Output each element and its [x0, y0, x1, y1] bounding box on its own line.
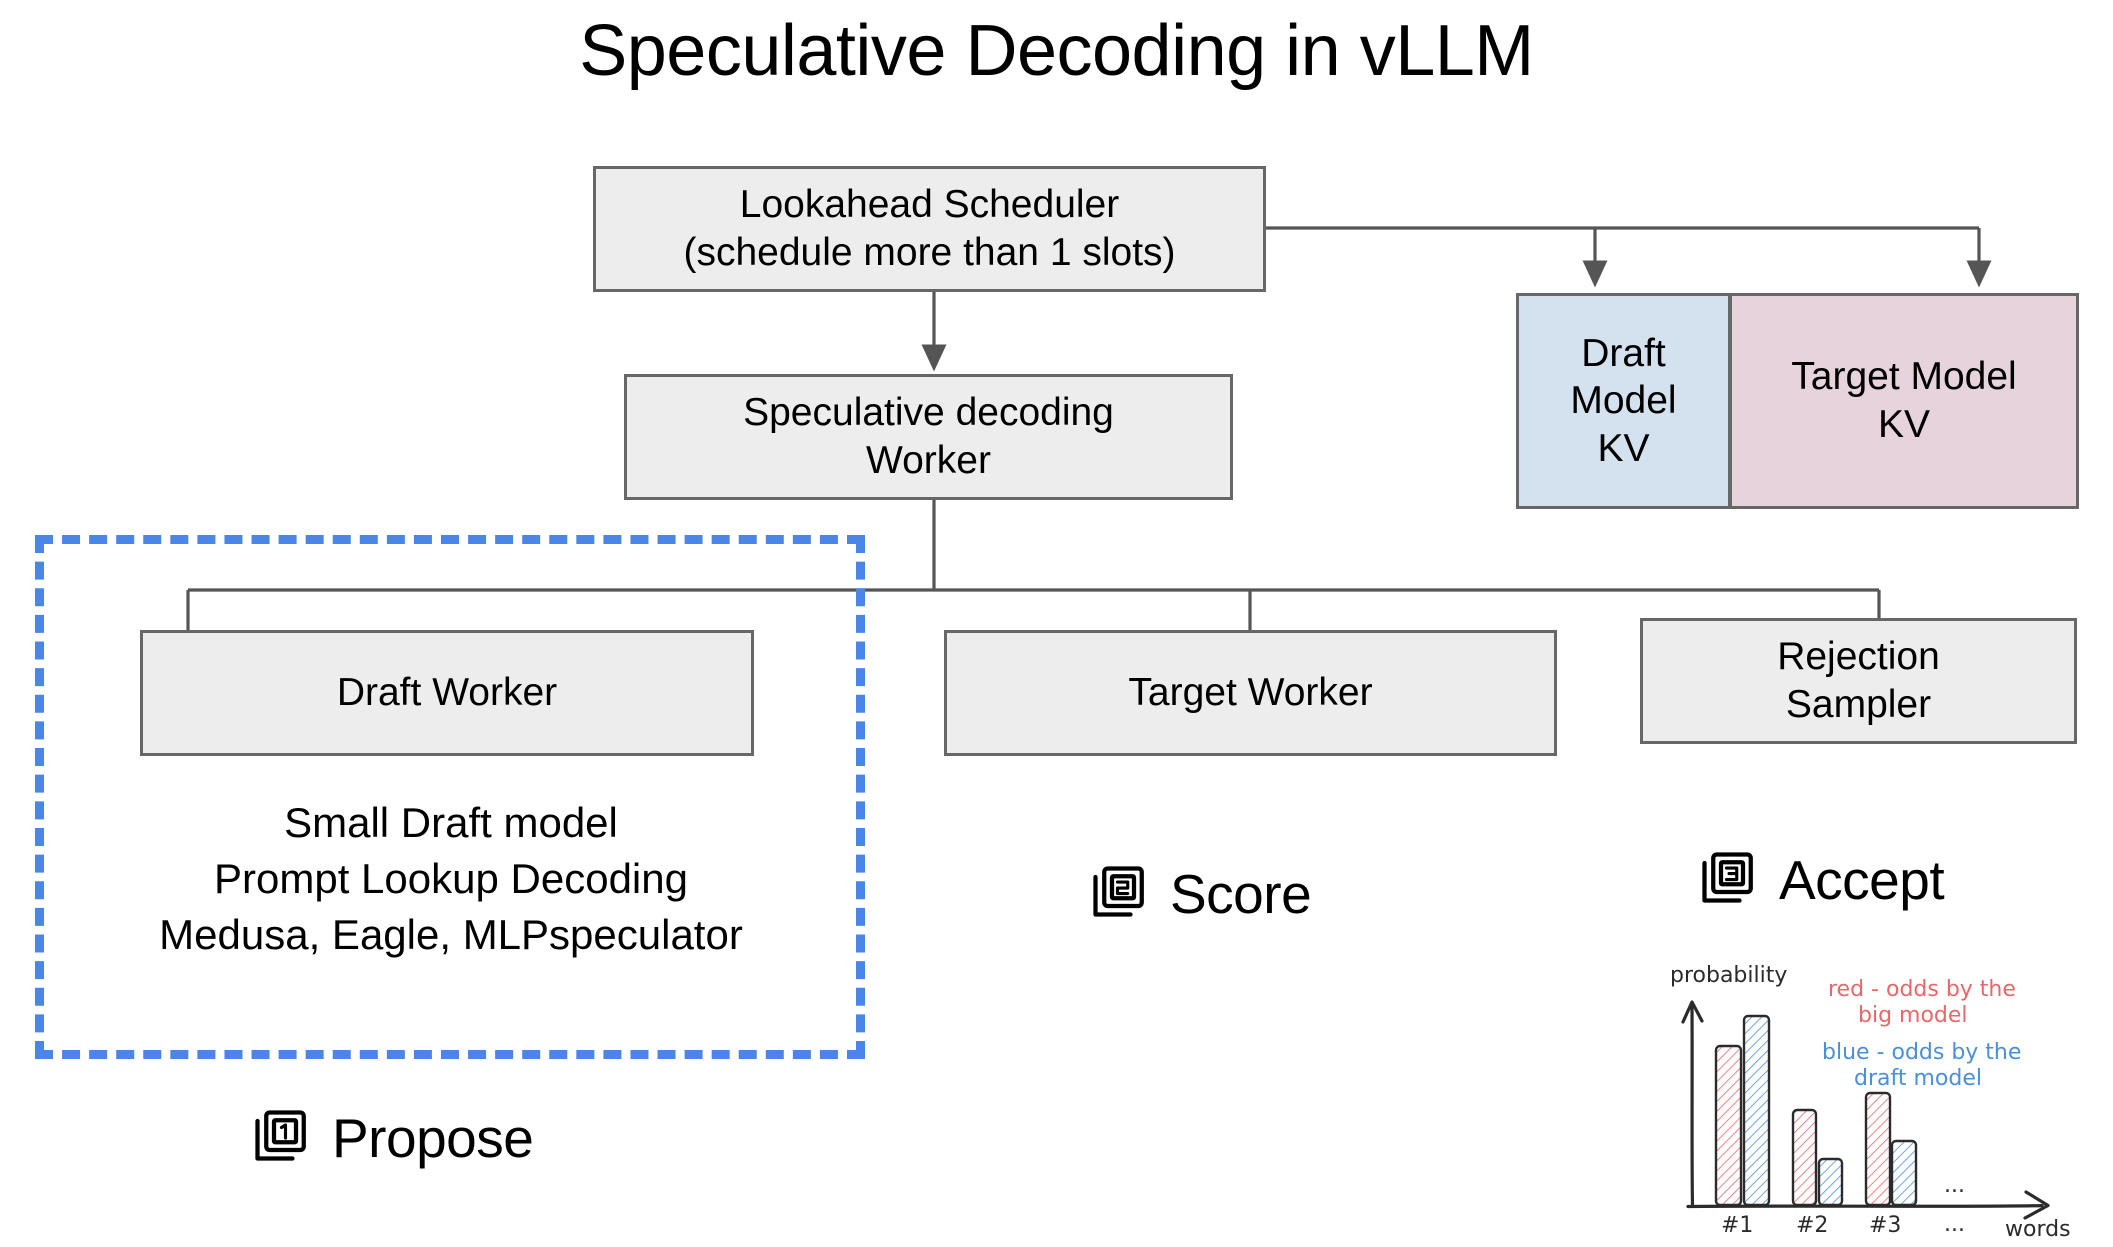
node-lookahead-scheduler[interactable]: Lookahead Scheduler (schedule more than … — [593, 166, 1266, 292]
step-number-3-icon — [1697, 848, 1757, 913]
step-number-2-icon — [1088, 862, 1148, 927]
node-rejection-sampler[interactable]: Rejection Sampler — [1640, 618, 2077, 744]
chart-legend-blue: blue - odds by the draft model — [1822, 1040, 2028, 1091]
chart-legend-red: red - odds by the big model — [1828, 977, 2023, 1028]
probability-bar-chart: probability words #1 #2 #3 ... ... red -… — [1670, 963, 2071, 1240]
chart-ellipsis-upper: ... — [1944, 1173, 1965, 1198]
node-draft-worker[interactable]: Draft Worker — [140, 630, 754, 756]
step-score: Score — [1088, 862, 1312, 927]
propose-highlight-region — [35, 535, 865, 1059]
page-title: Speculative Decoding in vLLM — [579, 11, 1534, 91]
step-score-label: Score — [1170, 863, 1312, 925]
chart-ylabel: probability — [1670, 963, 1787, 988]
step-propose: Propose — [250, 1106, 534, 1171]
step-number-1-icon — [250, 1106, 310, 1171]
step-accept-label: Accept — [1779, 849, 1945, 911]
node-speculative-decoding-worker[interactable]: Speculative decoding Worker — [624, 374, 1233, 500]
step-accept: Accept — [1697, 848, 1945, 913]
chart-tick-2: #2 — [1796, 1213, 1828, 1238]
chart-ellipsis-lower: ... — [1944, 1212, 1965, 1237]
chart-tick-1: #1 — [1721, 1213, 1753, 1238]
draft-methods-text: Small Draft model Prompt Lookup Decoding… — [159, 799, 743, 958]
step-propose-label: Propose — [332, 1107, 534, 1169]
node-target-model-kv[interactable]: Target Model KV — [1730, 293, 2079, 509]
node-draft-model-kv[interactable]: Draft Model KV — [1516, 293, 1730, 509]
chart-tick-3: #3 — [1869, 1213, 1901, 1238]
node-target-worker[interactable]: Target Worker — [944, 630, 1557, 756]
chart-xlabel: words — [2005, 1217, 2071, 1240]
